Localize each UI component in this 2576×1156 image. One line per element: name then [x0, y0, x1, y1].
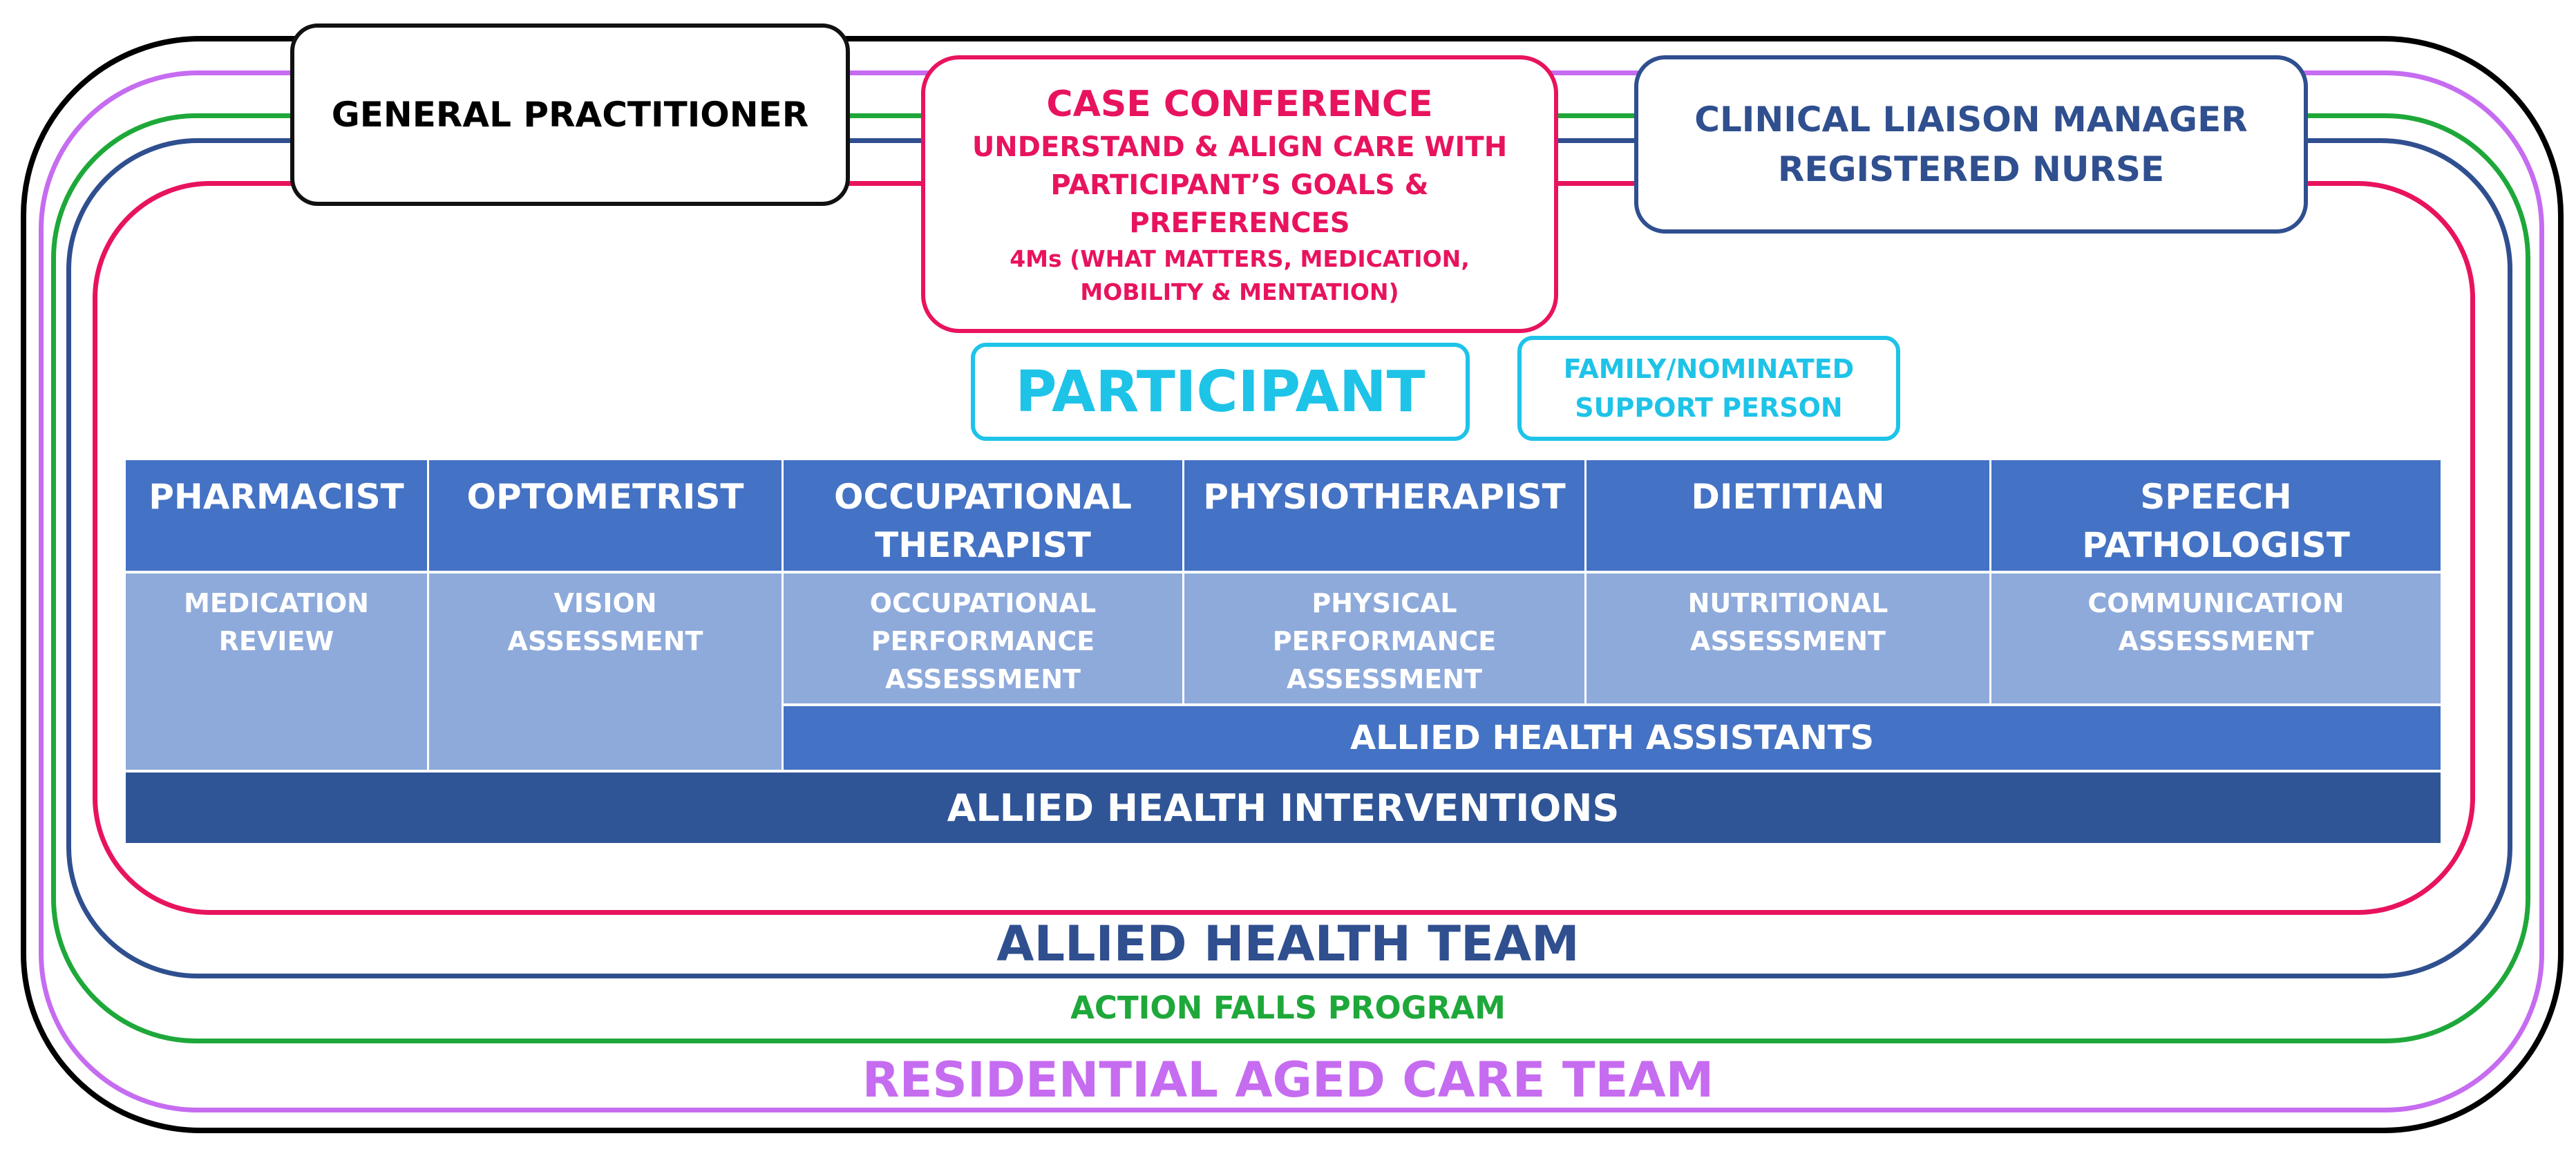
general-practitioner-label: GENERAL PRACTITIONER [331, 95, 809, 135]
role-header-dietitian: DIETITIAN [1587, 460, 1989, 571]
role-header-optometrist: OPTOMETRIST [429, 460, 782, 571]
role-header-occupational-therapist: OCCUPATIONAL THERAPIST [784, 460, 1182, 571]
assessment-line-2: PERFORMANCE [1272, 626, 1497, 656]
assessment-speech-pathologist: COMMUNICATION ASSESSMENT [1991, 574, 2441, 703]
case-conference-line-5: MOBILITY & MENTATION) [1080, 278, 1399, 305]
allied-health-assistants-bar: ALLIED HEALTH ASSISTANTS [784, 706, 2441, 770]
role-title: OCCUPATIONAL [834, 477, 1132, 517]
action-falls-program-label: ACTION FALLS PROGRAM [1070, 989, 1506, 1026]
assessment-physiotherapist: PHYSICAL PERFORMANCE ASSESSMENT [1184, 574, 1584, 703]
case-conference-line-2: PARTICIPANT’S GOALS & [1050, 169, 1429, 201]
allied-health-assistants-label: ALLIED HEALTH ASSISTANTS [1349, 719, 1875, 757]
role-title: DIETITIAN [1691, 477, 1885, 517]
assessment-line-2: ASSESSMENT [2118, 626, 2314, 656]
participant-label: PARTICIPANT [1015, 359, 1426, 425]
role-title: PHARMACIST [149, 477, 404, 517]
role-header-pharmacist: PHARMACIST [126, 460, 427, 571]
role-header-physiotherapist: PHYSIOTHERAPIST [1184, 460, 1584, 571]
outer-ring [21, 36, 2564, 1133]
family-support-box: FAMILY/NOMINATED SUPPORT PERSON [1517, 336, 1900, 441]
assessment-line-2: REVIEW [218, 626, 334, 656]
general-practitioner-box: GENERAL PRACTITIONER [290, 23, 850, 206]
assessment-line-2: ASSESSMENT [1690, 626, 1886, 656]
assessment-line-1: OCCUPATIONAL [869, 588, 1097, 618]
role-header-speech-pathologist: SPEECH PATHOLOGIST [1991, 460, 2441, 571]
assessment-line-3: ASSESSMENT [1287, 664, 1482, 694]
role-title: OPTOMETRIST [466, 477, 744, 517]
allied-health-interventions-label: ALLIED HEALTH INTERVENTIONS [947, 786, 1620, 830]
assessment-dietitian: NUTRITIONAL ASSESSMENT [1587, 574, 1989, 703]
assessment-occupational-therapist: OCCUPATIONAL PERFORMANCE ASSESSMENT [784, 574, 1182, 703]
clinical-liaison-line-2: REGISTERED NURSE [1777, 149, 2165, 189]
family-line-1: FAMILY/NOMINATED [1563, 354, 1855, 384]
case-conference-line-3: PREFERENCES [1129, 207, 1350, 239]
participant-box: PARTICIPANT [971, 343, 1470, 441]
residential-aged-care-team-label: RESIDENTIAL AGED CARE TEAM [862, 1052, 1714, 1108]
role-title-line-2: THERAPIST [875, 525, 1091, 565]
role-title: PHYSIOTHERAPIST [1203, 477, 1566, 517]
assessment-line-1: PHYSICAL [1311, 588, 1457, 618]
case-conference-line-1: UNDERSTAND & ALIGN CARE WITH [972, 131, 1508, 163]
assessment-optometrist: VISION ASSESSMENT [429, 574, 782, 770]
allied-health-team-label: ALLIED HEALTH TEAM [996, 916, 1580, 972]
assessment-pharmacist: MEDICATION REVIEW [126, 574, 427, 770]
clinical-liaison-line-1: CLINICAL LIAISON MANAGER [1694, 100, 2248, 140]
assessment-line-1: NUTRITIONAL [1687, 588, 1888, 618]
assessment-line-1: VISION [553, 588, 657, 618]
assessment-line-1: MEDICATION [184, 588, 369, 618]
assessment-line-1: COMMUNICATION [2087, 588, 2345, 618]
assessment-line-2: ASSESSMENT [507, 626, 703, 656]
role-title-line-2: PATHOLOGIST [2082, 525, 2350, 565]
family-line-2: SUPPORT PERSON [1575, 392, 1843, 423]
case-conference-line-4: 4Ms (WHAT MATTERS, MEDICATION, [1010, 245, 1470, 272]
assessment-line-2: PERFORMANCE [871, 626, 1095, 656]
case-conference-title: CASE CONFERENCE [1046, 83, 1433, 125]
role-title: SPEECH [2140, 477, 2292, 517]
allied-health-interventions-bar: ALLIED HEALTH INTERVENTIONS [126, 773, 2441, 843]
clinical-liaison-box: CLINICAL LIAISON MANAGER REGISTERED NURS… [1634, 55, 2308, 234]
assessment-line-3: ASSESSMENT [885, 664, 1081, 694]
case-conference-box: CASE CONFERENCE UNDERSTAND & ALIGN CARE … [921, 55, 1558, 333]
